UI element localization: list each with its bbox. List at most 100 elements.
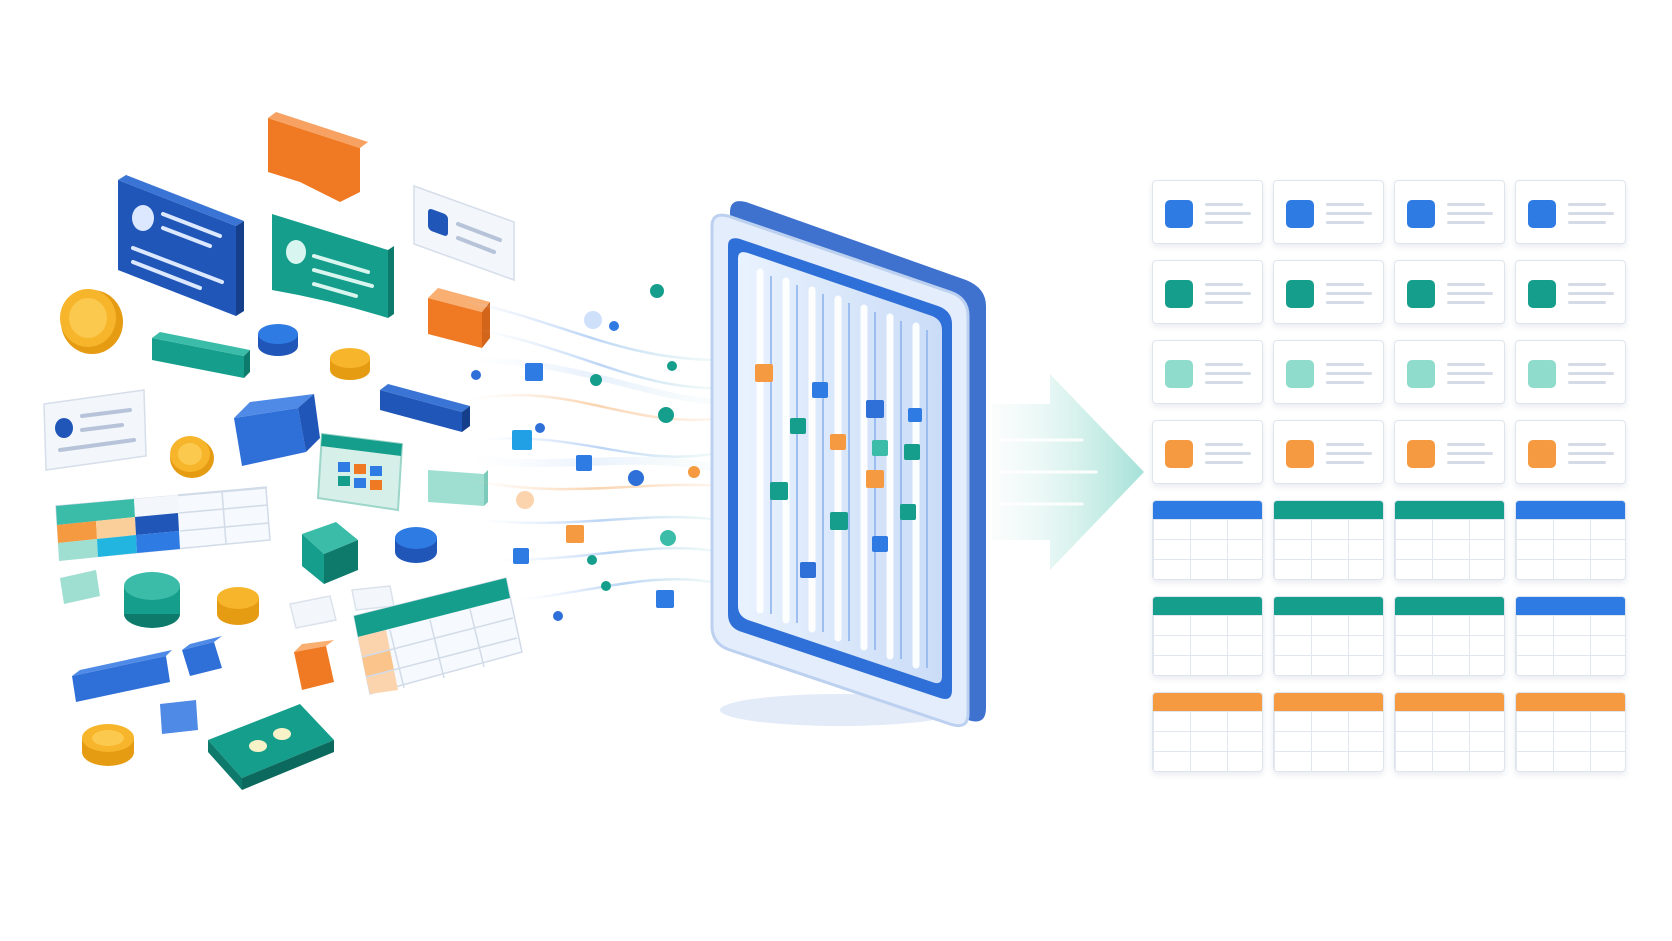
table-header-bar xyxy=(1395,501,1504,519)
teal-bar xyxy=(152,332,250,378)
card-text-line xyxy=(1326,221,1364,224)
card-text-line xyxy=(1326,301,1364,304)
card-text-line xyxy=(1205,461,1243,464)
card-icon xyxy=(1394,420,1505,484)
card-text-line xyxy=(1326,212,1372,215)
table-icon xyxy=(1273,500,1384,580)
card-text-line xyxy=(1326,461,1364,464)
card-icon xyxy=(1273,420,1384,484)
card-icon xyxy=(1152,260,1263,324)
table-icon xyxy=(1394,596,1505,676)
card-swatch xyxy=(1528,360,1556,388)
table-header-bar xyxy=(1153,597,1262,615)
card-icon xyxy=(1515,420,1626,484)
table-grid xyxy=(1153,615,1262,675)
card-swatch xyxy=(1407,280,1435,308)
ticket-icon xyxy=(208,704,334,790)
card-text-line xyxy=(1568,212,1614,215)
card-icon xyxy=(1515,260,1626,324)
table-grid xyxy=(1274,615,1383,675)
card-text-line xyxy=(1326,283,1364,286)
table-header-bar xyxy=(1153,501,1262,519)
card-swatch xyxy=(1407,440,1435,468)
table-grid xyxy=(1516,615,1625,675)
filter-panel-icon xyxy=(710,201,986,728)
table-grid xyxy=(1516,711,1625,771)
card-text-line xyxy=(1205,443,1243,446)
card-text-line xyxy=(1447,381,1485,384)
table-icon xyxy=(1152,596,1263,676)
blue-disk-2 xyxy=(395,527,437,563)
card-text-line xyxy=(1447,221,1485,224)
table-icon xyxy=(1515,692,1626,772)
table-icon xyxy=(1152,692,1263,772)
card-text-line xyxy=(1568,221,1606,224)
card-text-line xyxy=(1447,283,1485,286)
organized-output-grid xyxy=(1152,180,1626,772)
card-text-line xyxy=(1205,363,1243,366)
table-grid xyxy=(1274,711,1383,771)
card-swatch xyxy=(1165,360,1193,388)
card-text-line xyxy=(1326,203,1364,206)
table-header-bar xyxy=(1516,693,1625,711)
orange-cube-2 xyxy=(294,640,334,690)
teal-card-icon xyxy=(272,214,394,318)
blue-bar-2 xyxy=(72,650,172,702)
card-text-line xyxy=(1447,301,1485,304)
table-grid xyxy=(1153,711,1262,771)
table-header-bar xyxy=(1395,597,1504,615)
table-header-bar xyxy=(1516,597,1625,615)
card-text-line xyxy=(1447,203,1485,206)
blue-disk xyxy=(258,324,298,356)
card-icon xyxy=(1515,340,1626,404)
coin-icon-2 xyxy=(170,436,214,478)
table-icon xyxy=(1273,596,1384,676)
table-grid xyxy=(1395,711,1504,771)
table-grid xyxy=(1274,519,1383,579)
card-swatch xyxy=(1286,200,1314,228)
white-chip xyxy=(289,585,395,629)
orange-block xyxy=(268,112,368,202)
coin-icon xyxy=(60,289,123,354)
card-swatch xyxy=(1407,200,1435,228)
card-icon xyxy=(1394,340,1505,404)
blue-cube xyxy=(160,636,222,734)
card-text-line xyxy=(1568,301,1606,304)
card-text-line xyxy=(1205,381,1243,384)
arrow-right-icon xyxy=(992,374,1144,570)
raw-data-cluster xyxy=(43,112,523,790)
card-text-line xyxy=(1568,363,1606,366)
table-grid xyxy=(1516,519,1625,579)
table-header-bar xyxy=(1516,501,1625,519)
table-icon xyxy=(1152,500,1263,580)
card-swatch xyxy=(1165,440,1193,468)
card-icon xyxy=(1394,180,1505,244)
card-text-line xyxy=(1205,301,1243,304)
teal-cube xyxy=(302,522,358,584)
card-swatch xyxy=(1286,360,1314,388)
table-header-bar xyxy=(1274,693,1383,711)
card-text-line xyxy=(1326,443,1364,446)
spreadsheet-icon-2 xyxy=(353,577,523,695)
data-particles xyxy=(471,284,700,621)
card-text-line xyxy=(1326,372,1372,375)
id-card-icon xyxy=(118,175,244,316)
card-text-line xyxy=(1568,452,1614,455)
coin-icon-3 xyxy=(82,724,134,766)
card-text-line xyxy=(1447,292,1493,295)
card-text-line xyxy=(1326,292,1372,295)
card-text-line xyxy=(1205,203,1243,206)
teal-chip xyxy=(60,570,100,604)
card-text-line xyxy=(1568,203,1606,206)
table-icon xyxy=(1394,500,1505,580)
card-swatch xyxy=(1165,280,1193,308)
table-header-bar xyxy=(1274,501,1383,519)
card-text-line xyxy=(1568,461,1606,464)
profile-card-icon xyxy=(413,184,515,282)
card-text-line xyxy=(1447,363,1485,366)
contact-card-icon xyxy=(43,389,147,471)
orange-cube xyxy=(428,288,490,348)
card-text-line xyxy=(1205,372,1251,375)
card-icon xyxy=(1273,340,1384,404)
table-header-bar xyxy=(1274,597,1383,615)
